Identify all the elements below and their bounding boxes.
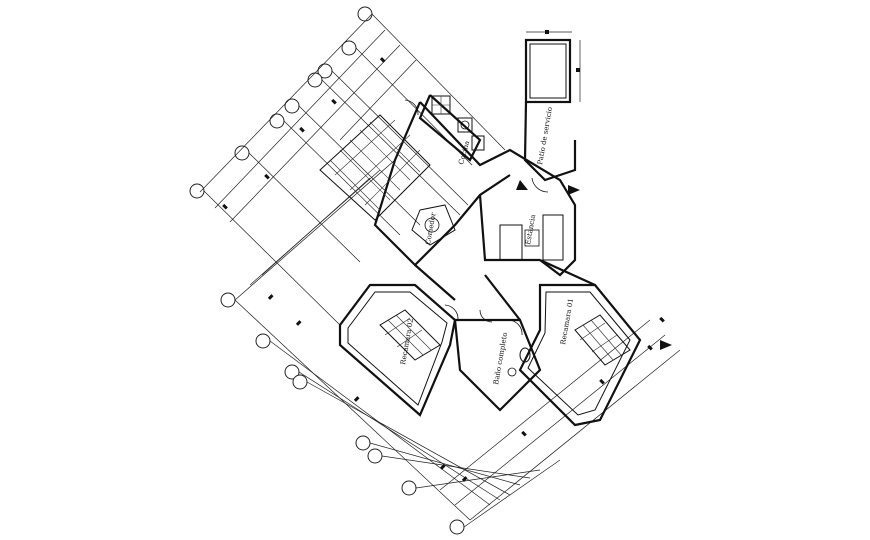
room-label-patio: Patio de servicio	[536, 106, 554, 165]
building-walls	[338, 94, 642, 427]
room-label-bano: Baño completo	[492, 332, 509, 386]
dining-table	[411, 204, 456, 246]
room-label-recamara-01: Recamara 01	[559, 298, 575, 346]
bathroom-fixtures	[507, 347, 531, 377]
room-labels: Cocina Patio de servicio Comedor Estanci…	[399, 106, 575, 385]
bed-recamara-01	[574, 314, 631, 366]
door-swings	[404, 99, 549, 336]
room-label-comedor: Comedor	[424, 211, 438, 245]
section-markers	[516, 180, 672, 350]
stair-hatch	[319, 114, 431, 221]
kitchen-fixtures	[431, 95, 485, 151]
living-room-furniture	[499, 214, 564, 261]
patio-structure	[524, 30, 581, 104]
dimension-ticks	[222, 57, 665, 482]
bed-recamara-02	[379, 309, 441, 361]
dimension-lines	[199, 13, 681, 528]
